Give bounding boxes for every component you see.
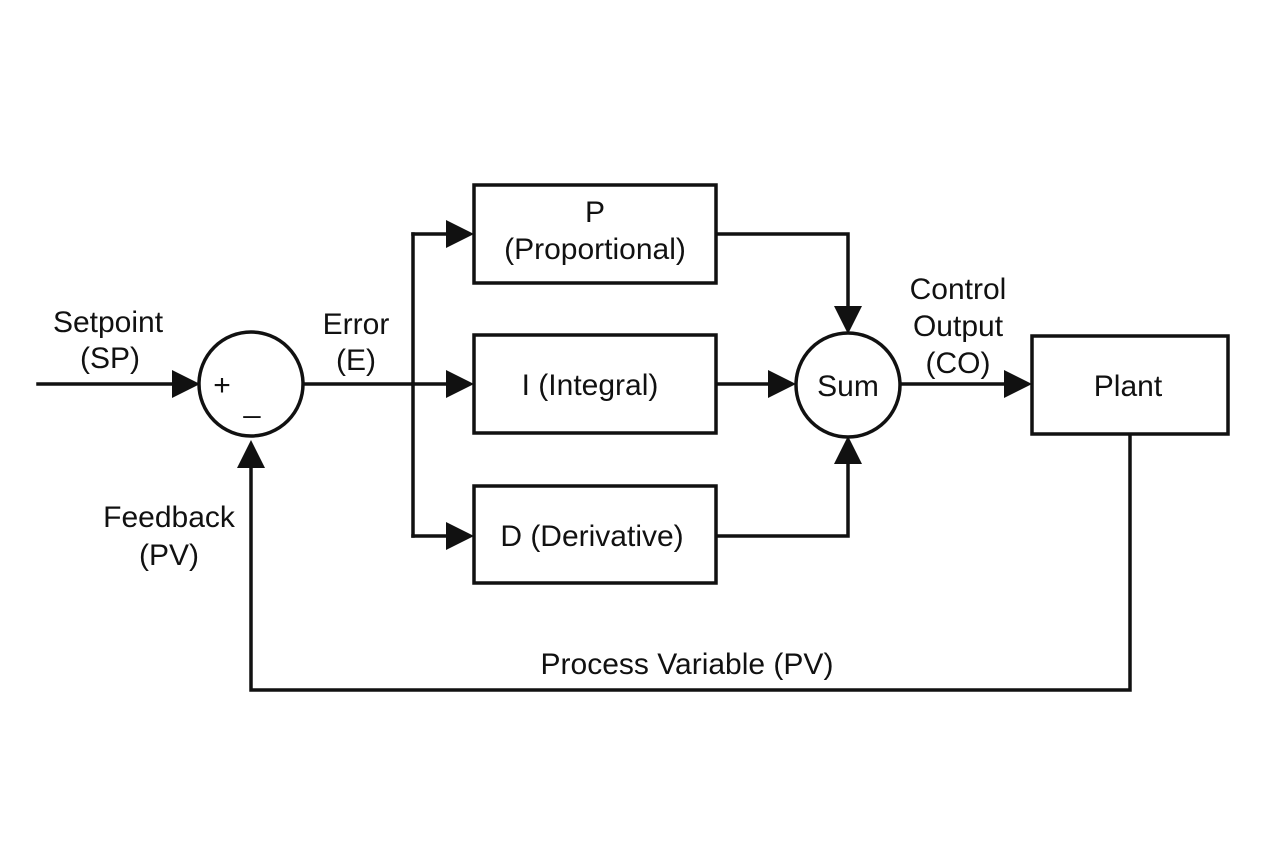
feedback-abbr-label: (PV): [139, 539, 199, 572]
p-input-arrowhead: [446, 220, 474, 248]
control-output-abbr-label: (CO): [926, 347, 991, 380]
plant-label: Plant: [1094, 370, 1163, 403]
sum-junction: Sum: [794, 331, 902, 439]
i-to-sum-arrowhead: [768, 370, 796, 398]
process-variable-label: Process Variable (PV): [541, 648, 834, 681]
setpoint-label-group: Setpoint (SP): [53, 306, 164, 375]
sum-label: Sum: [817, 370, 879, 403]
connection-lines: [36, 232, 1132, 692]
plant-box: [1030, 334, 1230, 436]
sum-circle: [794, 331, 902, 439]
i-input-arrowhead: [446, 370, 474, 398]
feedback-wire: [249, 432, 1132, 692]
plant-input-arrowhead: [1004, 370, 1032, 398]
derivative-label: D (Derivative): [500, 520, 683, 553]
integral-box: [472, 333, 718, 435]
setpoint-label: Setpoint: [53, 306, 164, 339]
derivative-box: [472, 484, 718, 585]
derivative-block: D (Derivative): [472, 484, 718, 585]
proportional-box: [472, 183, 718, 285]
plant-block: Plant: [1030, 334, 1230, 436]
d-to-sum-arrowhead: [834, 436, 862, 464]
error-abbr-label: (E): [336, 344, 376, 377]
plus-sign: +: [213, 369, 231, 402]
d-output-wire: [714, 456, 850, 538]
proportional-label: (Proportional): [504, 233, 686, 266]
p-to-sum-arrowhead: [834, 306, 862, 334]
p-output-wire: [714, 232, 850, 314]
arrowheads: [172, 220, 1032, 550]
integral-block: I (Integral): [472, 333, 718, 435]
control-output-label-line1: Control: [910, 273, 1007, 306]
control-output-label-group: Control Output (CO): [910, 273, 1007, 380]
integral-label: I (Integral): [522, 369, 659, 402]
proportional-letter: P: [585, 196, 605, 229]
feedback-label-group: Feedback (PV): [103, 501, 236, 572]
comparator-circle: [197, 330, 305, 438]
setpoint-arrowhead: [172, 370, 200, 398]
error-label-group: Error (E): [323, 308, 390, 377]
feedback-arrowhead: [237, 440, 265, 468]
comparator-junction: + _: [197, 330, 305, 438]
setpoint-abbr-label: (SP): [80, 342, 140, 375]
d-input-arrowhead: [446, 522, 474, 550]
proportional-block: P (Proportional): [472, 183, 718, 285]
error-label: Error: [323, 308, 390, 341]
control-output-label-line2: Output: [913, 310, 1004, 343]
feedback-label: Feedback: [103, 501, 236, 534]
process-variable-label-group: Process Variable (PV): [541, 648, 834, 681]
minus-sign: _: [243, 386, 262, 419]
